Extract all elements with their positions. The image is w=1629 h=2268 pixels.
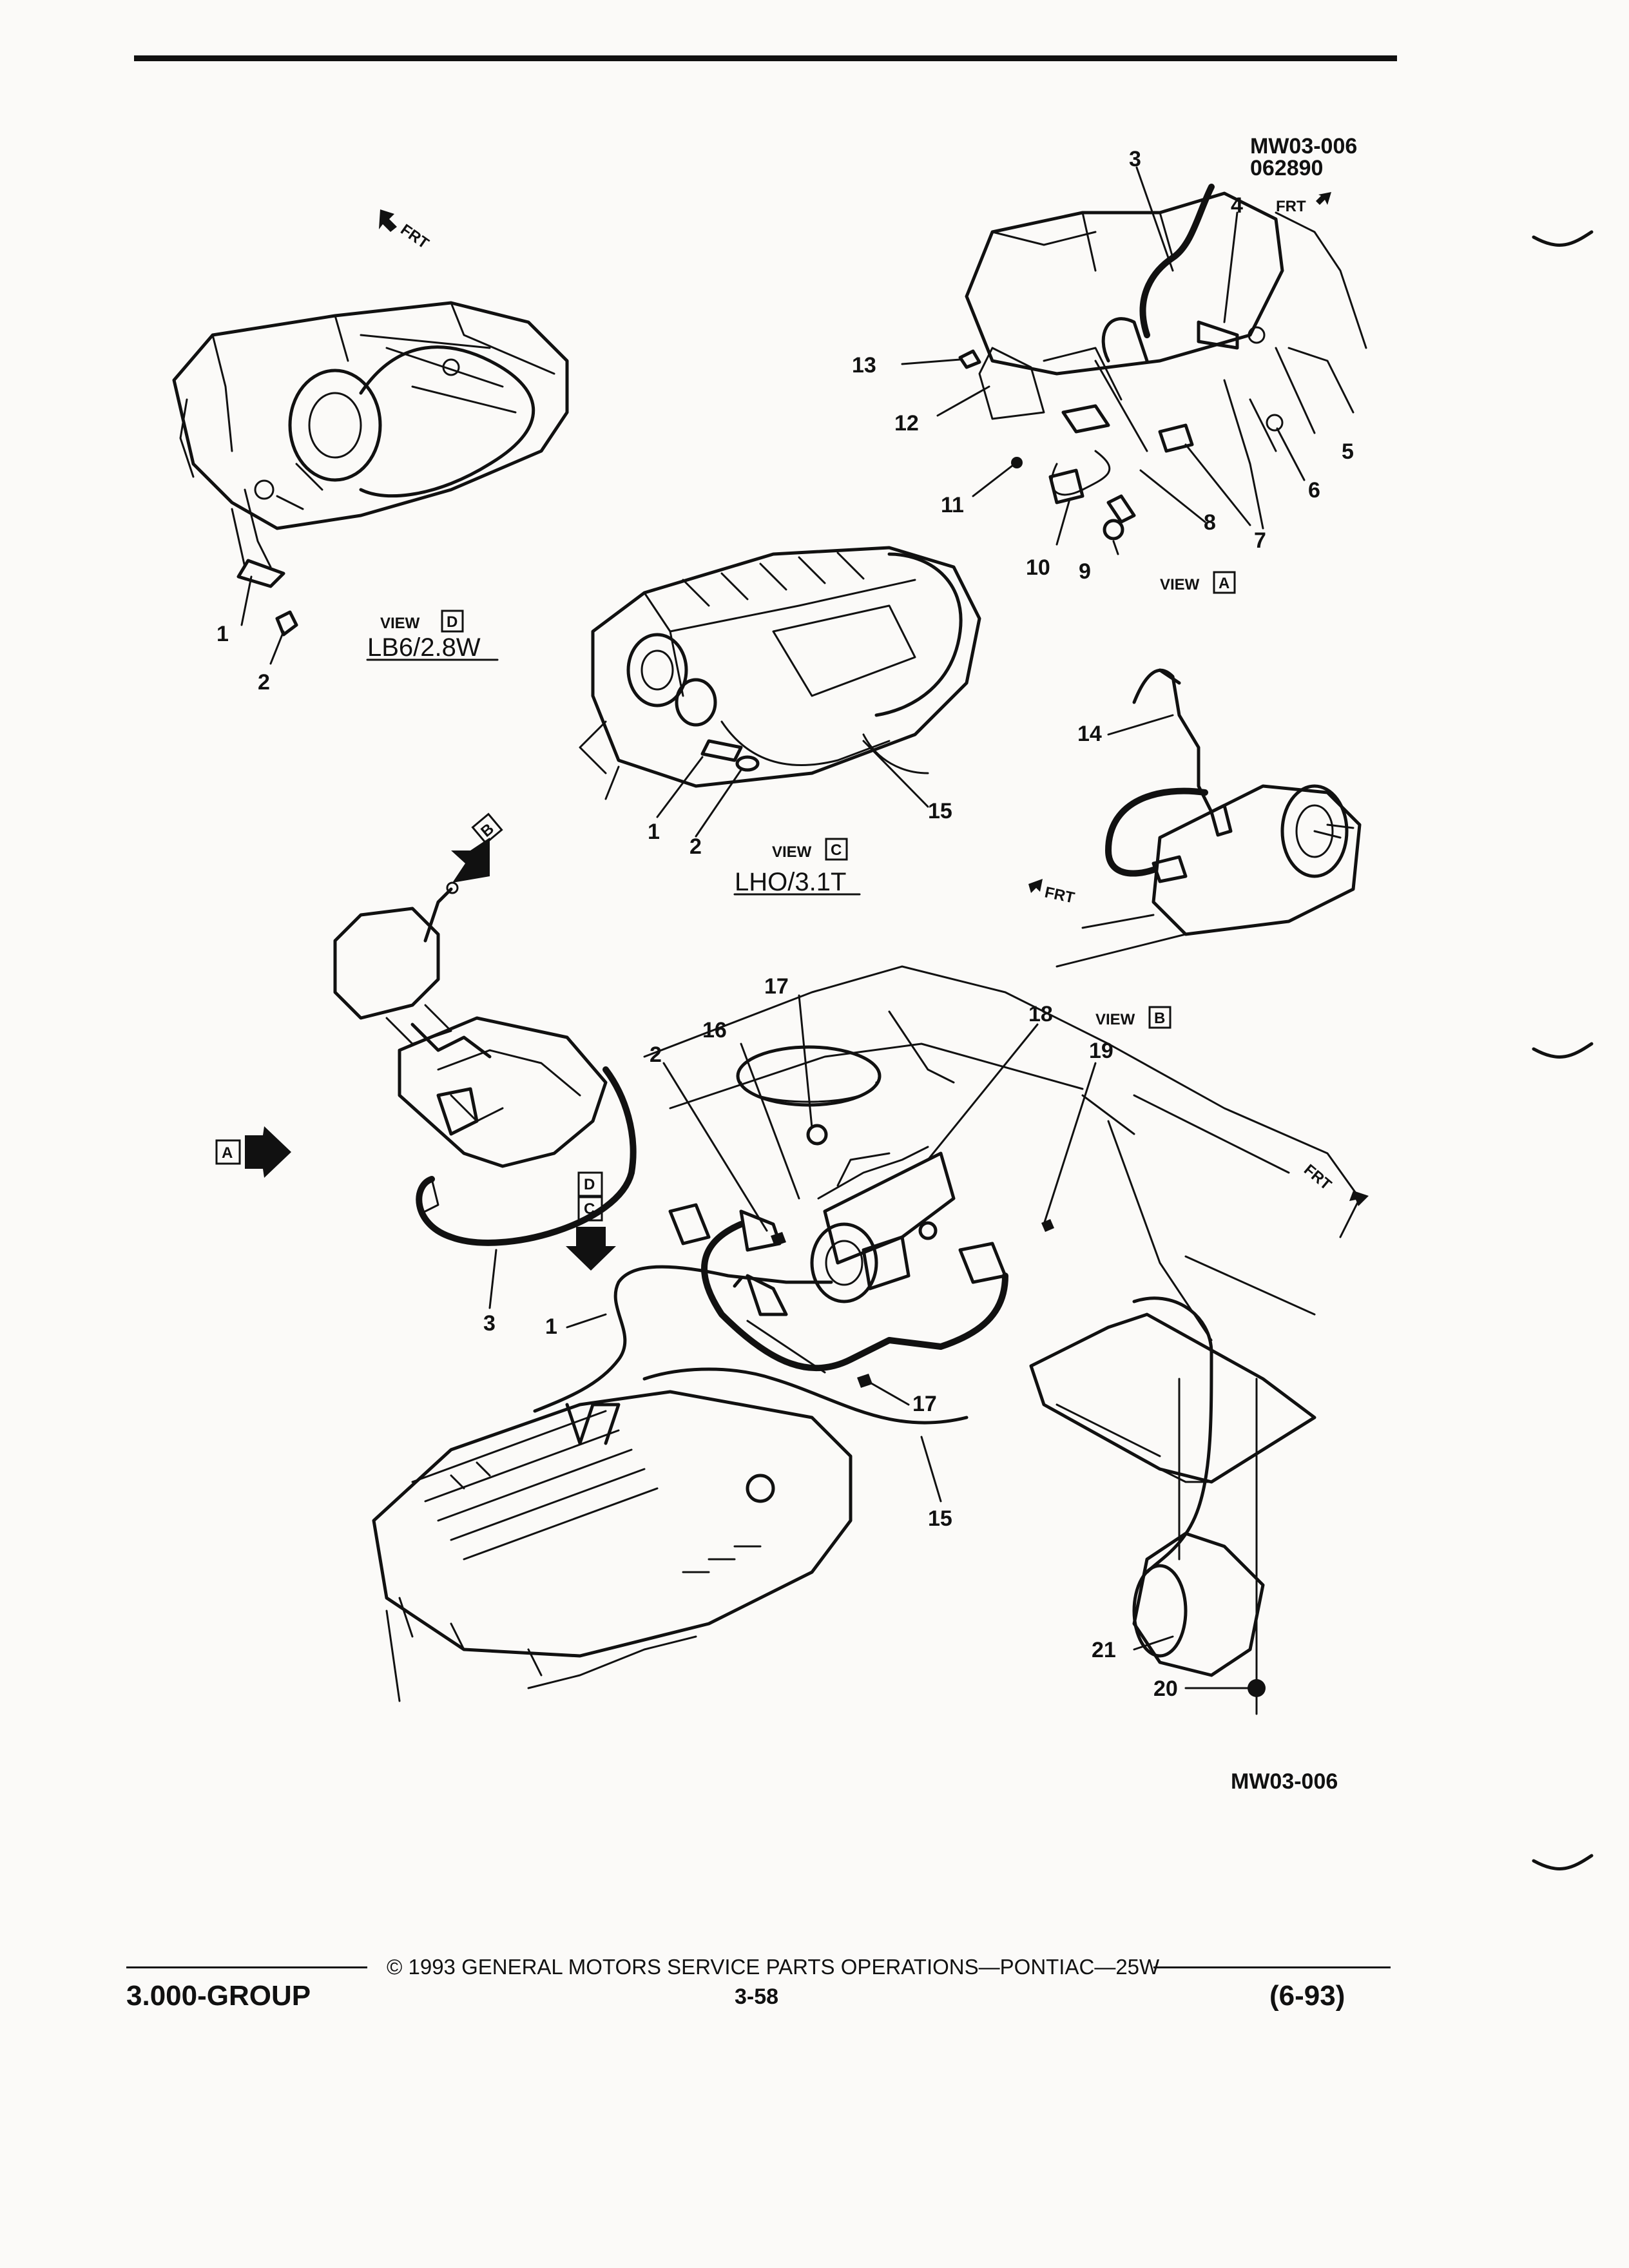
callout-15: 15 xyxy=(928,799,952,823)
view-d-illustration xyxy=(172,301,569,665)
arrow-cd: D C xyxy=(566,1171,616,1271)
callout-19: 19 xyxy=(1089,1039,1113,1063)
view-c-word: VIEW xyxy=(772,843,812,861)
callout-10: 10 xyxy=(1026,555,1050,580)
view-d-letter: D xyxy=(447,613,458,631)
frt-arrow-main: FRT xyxy=(1300,1161,1369,1206)
callout-8: 8 xyxy=(1204,510,1216,535)
frt-label: FRT xyxy=(1276,198,1306,215)
figure-id-bottom: MW03-006 xyxy=(1231,1769,1338,1794)
margin-mark xyxy=(1532,230,1594,247)
main-valve-assembly xyxy=(668,1124,1054,1388)
callout-1: 1 xyxy=(545,1314,557,1339)
frt-arrow-view-a: FRT xyxy=(1276,192,1331,215)
callout-4: 4 xyxy=(1231,193,1243,218)
callout-7: 7 xyxy=(1254,528,1266,553)
view-c-illustration xyxy=(579,546,981,838)
view-c-engine: LHO/3.1T xyxy=(735,868,846,896)
arrow-d-letter: D xyxy=(584,1176,595,1193)
frt-arrow-view-b: FRT xyxy=(1028,879,1076,907)
arrow-a: A xyxy=(215,1126,291,1178)
callout-15: 15 xyxy=(928,1506,952,1531)
copyright: © 1993 GENERAL MOTORS SERVICE PARTS OPER… xyxy=(387,1955,1160,1979)
view-b-letter: B xyxy=(1154,1010,1165,1027)
callout-1: 1 xyxy=(648,820,660,844)
view-a-illustration xyxy=(901,166,1367,555)
group-label: 3.000-GROUP xyxy=(126,1980,311,2012)
frt-label: FRT xyxy=(1043,883,1077,907)
callout-16: 16 xyxy=(702,1018,727,1043)
figure-date: 062890 xyxy=(1250,156,1323,180)
main-leaders xyxy=(488,994,1251,1689)
callout-14: 14 xyxy=(1077,722,1102,746)
view-b-illustration xyxy=(1055,668,1362,968)
main-hoses xyxy=(533,1265,1213,1574)
callout-2: 2 xyxy=(650,1043,662,1067)
main-column-assembly xyxy=(333,881,637,1246)
callout-17: 17 xyxy=(912,1392,937,1416)
arrow-a-letter: A xyxy=(222,1144,233,1162)
revision-date: (6-93) xyxy=(1269,1980,1345,2012)
callout-6: 6 xyxy=(1308,478,1320,503)
view-c-letter: C xyxy=(831,841,842,859)
view-d-word: VIEW xyxy=(380,615,420,632)
margin-mark xyxy=(1532,1042,1594,1059)
callout-3: 3 xyxy=(483,1311,496,1336)
callout-3: 3 xyxy=(1129,147,1141,171)
footer-rule-left xyxy=(126,1966,367,1968)
main-engine xyxy=(372,1390,853,1702)
arrow-b: B xyxy=(451,812,503,883)
page-number: 3-58 xyxy=(735,1984,779,2009)
view-b-word: VIEW xyxy=(1095,1011,1135,1028)
view-a-letter: A xyxy=(1219,575,1229,592)
callout-13: 13 xyxy=(852,353,876,378)
callout-17: 17 xyxy=(764,974,789,999)
callout-5: 5 xyxy=(1342,439,1354,464)
main-canister xyxy=(1029,1312,1316,1715)
callout-21: 21 xyxy=(1092,1638,1116,1662)
view-a-word: VIEW xyxy=(1160,576,1200,593)
view-d-engine: LB6/2.8W xyxy=(367,633,481,662)
header-rule xyxy=(134,55,1397,61)
callout-2: 2 xyxy=(258,670,270,695)
margin-mark xyxy=(1532,1854,1594,1870)
frt-label: FRT xyxy=(398,221,432,253)
figure-id: MW03-006 xyxy=(1250,134,1357,159)
callout-11: 11 xyxy=(941,493,964,517)
callout-9: 9 xyxy=(1079,559,1091,584)
callout-20: 20 xyxy=(1153,1677,1178,1701)
footer-rule-right xyxy=(1153,1966,1391,1968)
callout-18: 18 xyxy=(1028,1002,1053,1026)
callout-1: 1 xyxy=(217,622,229,646)
callout-2: 2 xyxy=(689,834,702,859)
callout-12: 12 xyxy=(894,411,919,436)
frt-arrow-view-d: FRT xyxy=(379,209,432,253)
frt-label: FRT xyxy=(1300,1161,1335,1194)
